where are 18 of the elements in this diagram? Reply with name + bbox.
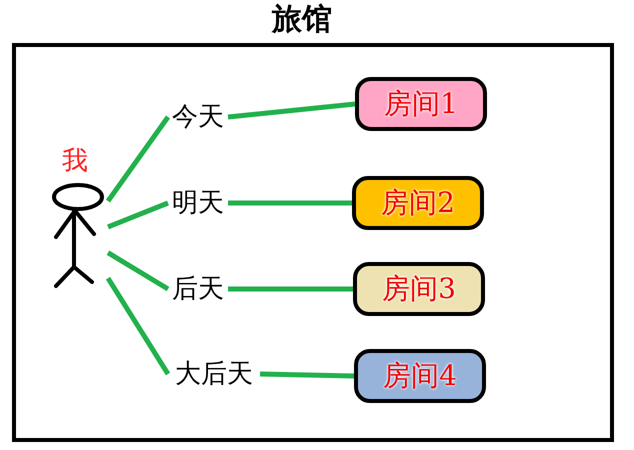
room-box: 房间4 [354,349,486,403]
room-box: 房间3 [353,262,485,316]
connector-line [228,102,356,120]
connector-line [107,200,169,230]
connector-line [106,276,170,376]
day-label: 大后天 [168,357,260,391]
room-box: 房间1 [355,77,487,131]
day-label: 明天 [168,186,228,220]
connector-line [106,250,170,292]
connector-line [106,116,170,203]
connector-line [228,200,352,206]
person-label: 我 [62,146,88,176]
frame-title: 旅馆 [270,2,333,38]
connector-line [260,372,354,378]
day-label: 后天 [168,272,228,306]
connector-line [228,286,353,292]
room-box: 房间2 [352,176,484,230]
day-label: 今天 [168,100,228,134]
